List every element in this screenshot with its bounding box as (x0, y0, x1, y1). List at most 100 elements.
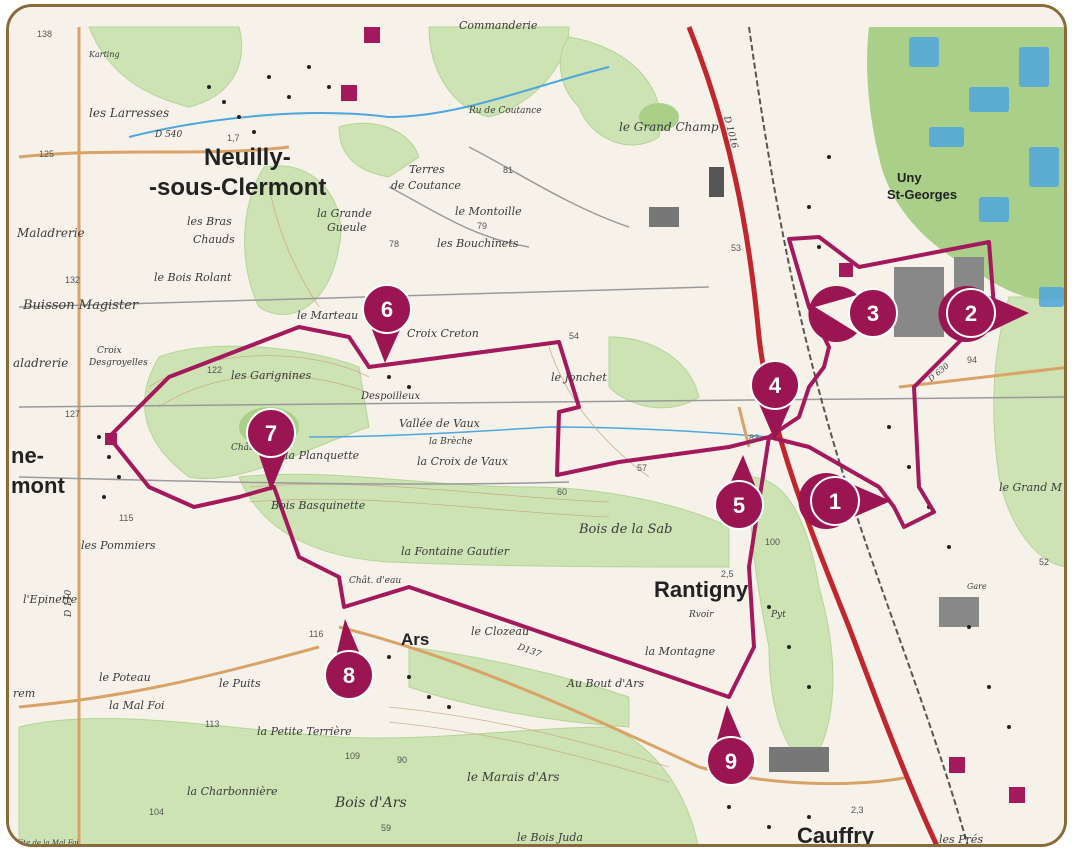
place-ars: Ars (401, 630, 429, 649)
label-bois-de-la-sab: Bois de la Sab (578, 522, 673, 537)
label-rem: rem (13, 687, 35, 700)
height-100: 100 (765, 537, 780, 547)
place-fragment-mont: mont (11, 473, 65, 498)
waypoint-label-1: 1 (829, 489, 841, 514)
height-113: 113 (205, 719, 219, 729)
label-la-fontaine-gautier: la Fontaine Gautier (401, 545, 510, 558)
height-127: 127 (65, 409, 80, 419)
height-116: 116 (309, 629, 323, 639)
waypoint-marker-4[interactable]: 4 (750, 360, 800, 441)
label-maladrerie: Maladrerie (16, 226, 85, 240)
height-94: 94 (967, 355, 977, 365)
waypoint-marker-3[interactable]: 3 (808, 286, 898, 343)
spot-heights: 138 125 132 122 127 115 116 113 104 109 … (37, 29, 1049, 833)
label-vallee-de-vaux: Vallée de Vaux (399, 417, 481, 430)
label-le-grand-champ: le Grand Champ (619, 120, 719, 134)
label-la-charbonniere: la Charbonnière (187, 785, 278, 798)
waypoint-marker-6[interactable]: 6 (362, 284, 412, 363)
label-le-grand-m: le Grand M (999, 481, 1063, 494)
height-59: 59 (381, 823, 391, 833)
label-la-croix-de-vaux: la Croix de Vaux (417, 455, 509, 468)
waypoint-marker-5[interactable]: 5 (714, 455, 764, 530)
secondary-roads (18, 27, 1064, 844)
waypoint-label-8: 8 (343, 663, 355, 688)
label-les-garignines: les Garignines (231, 369, 312, 382)
minor-roads (18, 146, 1064, 485)
settlement-dots (97, 65, 1011, 829)
label-pyt: Pyt (770, 610, 786, 620)
height-122: 122 (207, 365, 222, 375)
label-les-pommiers: les Pommiers (81, 539, 156, 552)
height-57: 57 (637, 463, 647, 473)
label-road-d110: D 110 (64, 589, 74, 618)
height-132: 132 (65, 275, 80, 285)
label-de-coutance: de Coutance (391, 179, 461, 192)
label-tete-mal-foi: Tête de la Mal Foi (15, 839, 79, 847)
height-60: 60 (557, 487, 567, 497)
label-road-d540: D 540 (154, 130, 183, 140)
place-rantigny: Rantigny (654, 577, 749, 602)
place-uny: Uny (897, 170, 922, 185)
main-road-d1016 (686, 26, 939, 844)
waypoint-marker-9[interactable]: 9 (706, 705, 756, 786)
church-symbols (105, 27, 1025, 803)
map-frame: Neuilly- -sous-Clermont Rantigny Ars Cau… (6, 4, 1067, 847)
label-desgroyelles: Desgroyelles (88, 358, 148, 368)
label-les-bouchinets: les Bouchinets (437, 237, 519, 250)
waypoint-label-3: 3 (867, 301, 879, 326)
waypoint-label-7: 7 (265, 421, 277, 446)
label-le-jonchet: le Jonchet (551, 371, 607, 384)
label-le-montoille: le Montoille (455, 205, 522, 218)
height-78: 78 (389, 239, 399, 249)
label-le-bois-juda: le Bois Juda (517, 831, 583, 844)
label-les-larresses: les Larresses (89, 106, 169, 120)
label-rvoir: Rvoir (688, 610, 714, 620)
label-le-marteau: le Marteau (297, 309, 358, 322)
waypoint-marker-1[interactable]: 1 (798, 473, 891, 529)
height-90: 90 (397, 755, 407, 765)
topographic-map[interactable]: Neuilly- -sous-Clermont Rantigny Ars Cau… (9, 7, 1067, 847)
waypoint-label-2: 2 (965, 301, 977, 326)
label-le-clozeau: le Clozeau (471, 625, 529, 638)
label-bois-basquinette: Bois Basquinette (270, 499, 366, 512)
label-gueule: Gueule (327, 221, 367, 234)
label-terres: Terres (409, 163, 445, 176)
place-neuilly-1: Neuilly- (204, 144, 291, 171)
place-st-georges: St-Georges (887, 187, 957, 202)
railway (748, 26, 969, 844)
height-54: 54 (569, 331, 579, 341)
label-croix-creton: Croix Creton (407, 327, 479, 340)
height-125: 125 (39, 149, 54, 159)
height-115: 115 (119, 513, 133, 523)
label-le-puits: le Puits (219, 677, 261, 690)
height-81: 81 (503, 165, 513, 175)
waypoint-marker-2[interactable]: 2 (938, 286, 1029, 343)
waypoint-label-6: 6 (381, 297, 393, 322)
label-le-marais-dars: le Marais d'Ars (467, 770, 559, 784)
label-chauds: Chauds (193, 233, 235, 246)
stream-vaux (308, 426, 770, 438)
waypoint-marker-7[interactable]: 7 (246, 408, 296, 491)
label-au-bout-dars: Au Bout d'Ars (566, 677, 645, 690)
label-karting: Karting (88, 50, 120, 59)
waypoint-label-9: 9 (725, 749, 737, 774)
waypoint-markers: 1 2 3 4 5 6 7 (246, 284, 1029, 786)
label-la-petite-terriere: la Petite Terrière (257, 725, 352, 738)
height-104: 104 (149, 807, 164, 817)
label-les-bras: les Bras (187, 215, 232, 228)
label-la-grande: la Grande (317, 207, 372, 220)
label-bois-dars: Bois d'Ars (334, 795, 407, 811)
waypoint-marker-8[interactable]: 8 (324, 619, 374, 700)
place-fragment-ne: ne- (11, 443, 44, 468)
label-buisson-magister: Buisson Magister (22, 298, 139, 313)
forest-areas (18, 26, 1064, 844)
height-2-5: 2,5 (721, 569, 734, 579)
label-chat-deau: Chât. d'eau (349, 575, 401, 586)
label-aladrerie: aladrerie (13, 356, 68, 370)
height-83: 83 (749, 433, 759, 443)
height-1-7: 1,7 (227, 133, 240, 143)
label-chat: Chât. (231, 442, 256, 453)
label-le-bois-rolant: le Bois Rolant (154, 271, 232, 284)
height-53: 53 (731, 243, 741, 253)
label-gare: Gare (967, 582, 987, 591)
